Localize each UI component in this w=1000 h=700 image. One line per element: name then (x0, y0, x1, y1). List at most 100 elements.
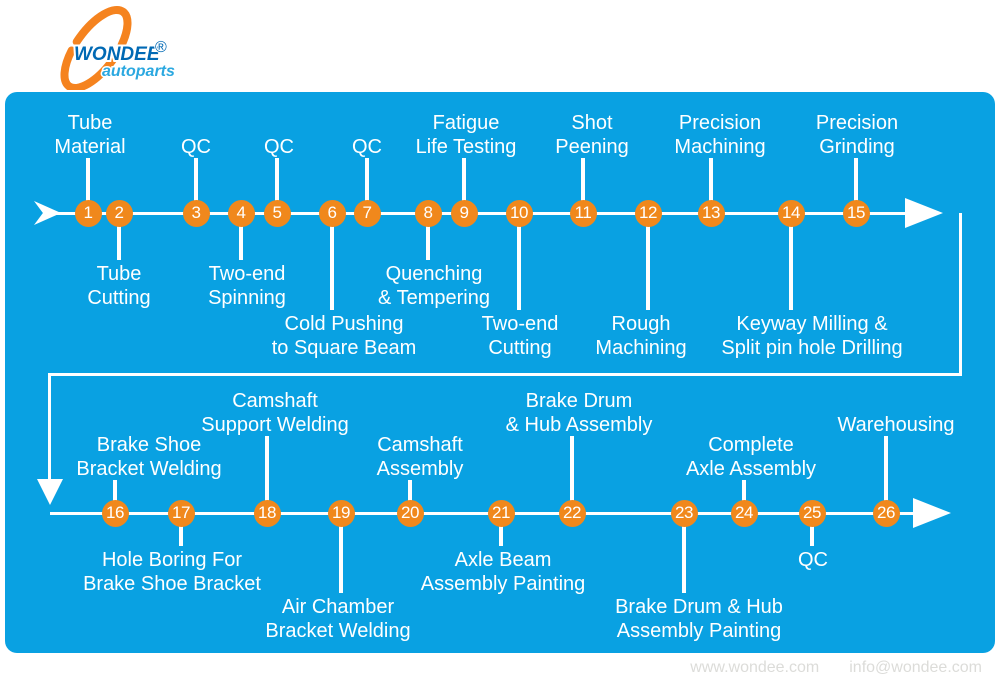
brand-subtitle: autoparts (102, 63, 175, 80)
step-label-line: Camshaft (377, 434, 463, 456)
wrap-connector-horizontal (48, 373, 962, 376)
label-connector (426, 213, 430, 260)
step-label-5: QC (264, 135, 294, 159)
step-label-line: Keyway Milling & (736, 313, 888, 335)
label-connector (854, 158, 858, 213)
step-label-line: Bracket Welding (265, 620, 411, 642)
step-node-10: 10 (505, 199, 533, 227)
step-label-line: Split pin hole Drilling (721, 337, 903, 359)
step-number: 23 (675, 503, 693, 522)
step-label-line: Support Welding (201, 414, 349, 436)
step-number: 8 (423, 203, 433, 222)
step-label-line: Axle Assembly (685, 458, 817, 480)
label-connector (810, 513, 814, 546)
step-number: 9 (459, 203, 469, 222)
step-number: 26 (877, 503, 895, 522)
label-connector (194, 158, 198, 213)
step-number: 11 (574, 203, 592, 222)
step-label-line: Fatigue (432, 112, 500, 134)
step-number: 21 (492, 503, 510, 522)
step-label-line: Material (54, 136, 126, 158)
step-node-12: 12 (634, 199, 662, 227)
step-number: 24 (735, 503, 753, 522)
registered-trademark-icon: ® (155, 39, 167, 56)
step-label-line: Machining (595, 337, 687, 359)
label-connector (239, 213, 243, 260)
label-connector (581, 158, 585, 213)
step-label-line: Precision (678, 112, 762, 134)
label-connector (646, 213, 650, 310)
step-number: 4 (236, 203, 246, 222)
step-label-14: Keyway Milling &Split pin hole Drilling (721, 312, 902, 360)
step-label-line: Precision (815, 112, 899, 134)
step-number: 18 (258, 503, 276, 522)
label-connector (884, 436, 888, 513)
step-number: 5 (272, 203, 282, 222)
step-node-7: 7 (353, 199, 381, 227)
row1-end-arrow-icon (905, 198, 943, 228)
step-label-line: Camshaft (232, 390, 318, 412)
step-label-line: to Square Beam (271, 337, 417, 359)
label-connector (265, 436, 269, 513)
step-number: 3 (191, 203, 201, 222)
step-label-line: Assembly Painting (616, 620, 782, 642)
label-connector (499, 513, 503, 546)
label-connector (570, 436, 574, 513)
step-label-line: & Tempering (378, 287, 490, 309)
logo-swoosh-icon: WONDEE ® autoparts (60, 5, 177, 93)
flow-line-row2 (50, 512, 914, 515)
wrap-connector-left (48, 374, 51, 480)
step-node-8: 8 (414, 199, 442, 227)
step-number: 17 (172, 503, 190, 522)
label-connector (709, 158, 713, 213)
step-label-line: Air Chamber (281, 596, 395, 618)
label-connector (113, 480, 117, 513)
step-label-line: Shot (571, 112, 613, 134)
step-number: 15 (847, 203, 865, 222)
step-label-line: Spinning (208, 287, 286, 309)
label-connector (365, 158, 369, 213)
step-label-line: Rough (611, 313, 671, 335)
wrap-connector-right (959, 213, 962, 376)
step-label-line: Cutting (87, 287, 151, 309)
step-label-line: Bracket Welding (76, 458, 222, 480)
step-node-24: 24 (730, 499, 758, 527)
step-label-25: QC (798, 548, 828, 572)
step-label-line: Brake Shoe (96, 434, 202, 456)
label-connector (462, 158, 466, 213)
step-node-20: 20 (396, 499, 424, 527)
step-label-line: Machining (674, 136, 766, 158)
step-label-line: Brake Drum (525, 390, 633, 412)
step-node-21: 21 (487, 499, 515, 527)
step-node-17: 17 (167, 499, 195, 527)
step-label-line: Axle Beam (454, 549, 552, 571)
step-node-1: 1 (74, 199, 102, 227)
step-number: 22 (563, 503, 581, 522)
step-label-line: QC (352, 136, 382, 158)
label-connector (408, 480, 412, 513)
step-label-line: Assembly Painting (420, 573, 586, 595)
step-label-line: Grinding (819, 136, 895, 158)
step-node-11: 11 (569, 199, 597, 227)
step-number: 12 (639, 203, 657, 222)
step-number: 7 (362, 203, 372, 222)
step-number: 20 (401, 503, 419, 522)
website-url: www.wondee.com (690, 659, 820, 676)
step-number: 14 (782, 203, 800, 222)
step-label-line: Two-end (208, 263, 286, 285)
label-connector (789, 213, 793, 310)
step-number: 6 (327, 203, 337, 222)
step-node-25: 25 (798, 499, 826, 527)
step-node-6: 6 (318, 199, 346, 227)
contact-email: info@wondee.com (849, 659, 982, 676)
step-label-22: Brake Drum& Hub Assembly (506, 389, 653, 437)
